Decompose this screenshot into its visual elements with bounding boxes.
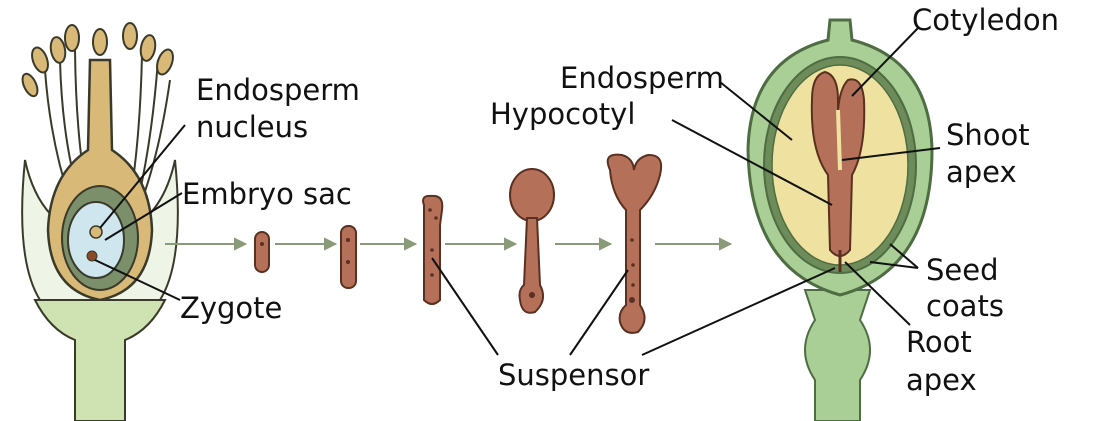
- leader-suspensor-a: [432, 258, 498, 355]
- embryo-sac-shape: [68, 202, 124, 278]
- label-seed-coats-line1: Seed: [926, 253, 999, 287]
- development-arrows: [165, 239, 730, 249]
- embryo-stage-heart: [608, 155, 661, 333]
- label-embryo-sac: Embryo sac: [182, 177, 352, 211]
- embryo-stage-2: [341, 226, 356, 288]
- label-root-apex-line2: apex: [906, 363, 977, 397]
- cotyledon-split: [838, 110, 840, 170]
- label-endosperm-nucleus-line2: nucleus: [196, 110, 308, 144]
- label-hypocotyl: Hypocotyl: [490, 97, 635, 131]
- leader-suspensor-b: [570, 270, 628, 355]
- label-shoot-apex-line2: apex: [946, 155, 1017, 189]
- label-root-apex-line1: Root: [906, 325, 972, 359]
- label-suspensor: Suspensor: [498, 358, 649, 392]
- mature-seed-illustration: [748, 20, 932, 421]
- label-zygote: Zygote: [180, 291, 282, 325]
- label-shoot-apex-line1: Shoot: [946, 118, 1030, 152]
- embryo-stage-1: [255, 232, 269, 272]
- receptacle: [35, 300, 165, 421]
- label-cotyledon: Cotyledon: [912, 3, 1059, 37]
- label-seed-coats-line2: coats: [926, 289, 1004, 323]
- flower-ovule-illustration: [19, 23, 177, 421]
- label-endosperm: Endosperm: [560, 61, 724, 95]
- seed-stalk: [805, 290, 870, 421]
- label-endosperm-nucleus-line1: Endosperm: [196, 73, 360, 107]
- embryo-stage-3: [423, 196, 442, 304]
- embryo-stage-globular: [510, 169, 554, 313]
